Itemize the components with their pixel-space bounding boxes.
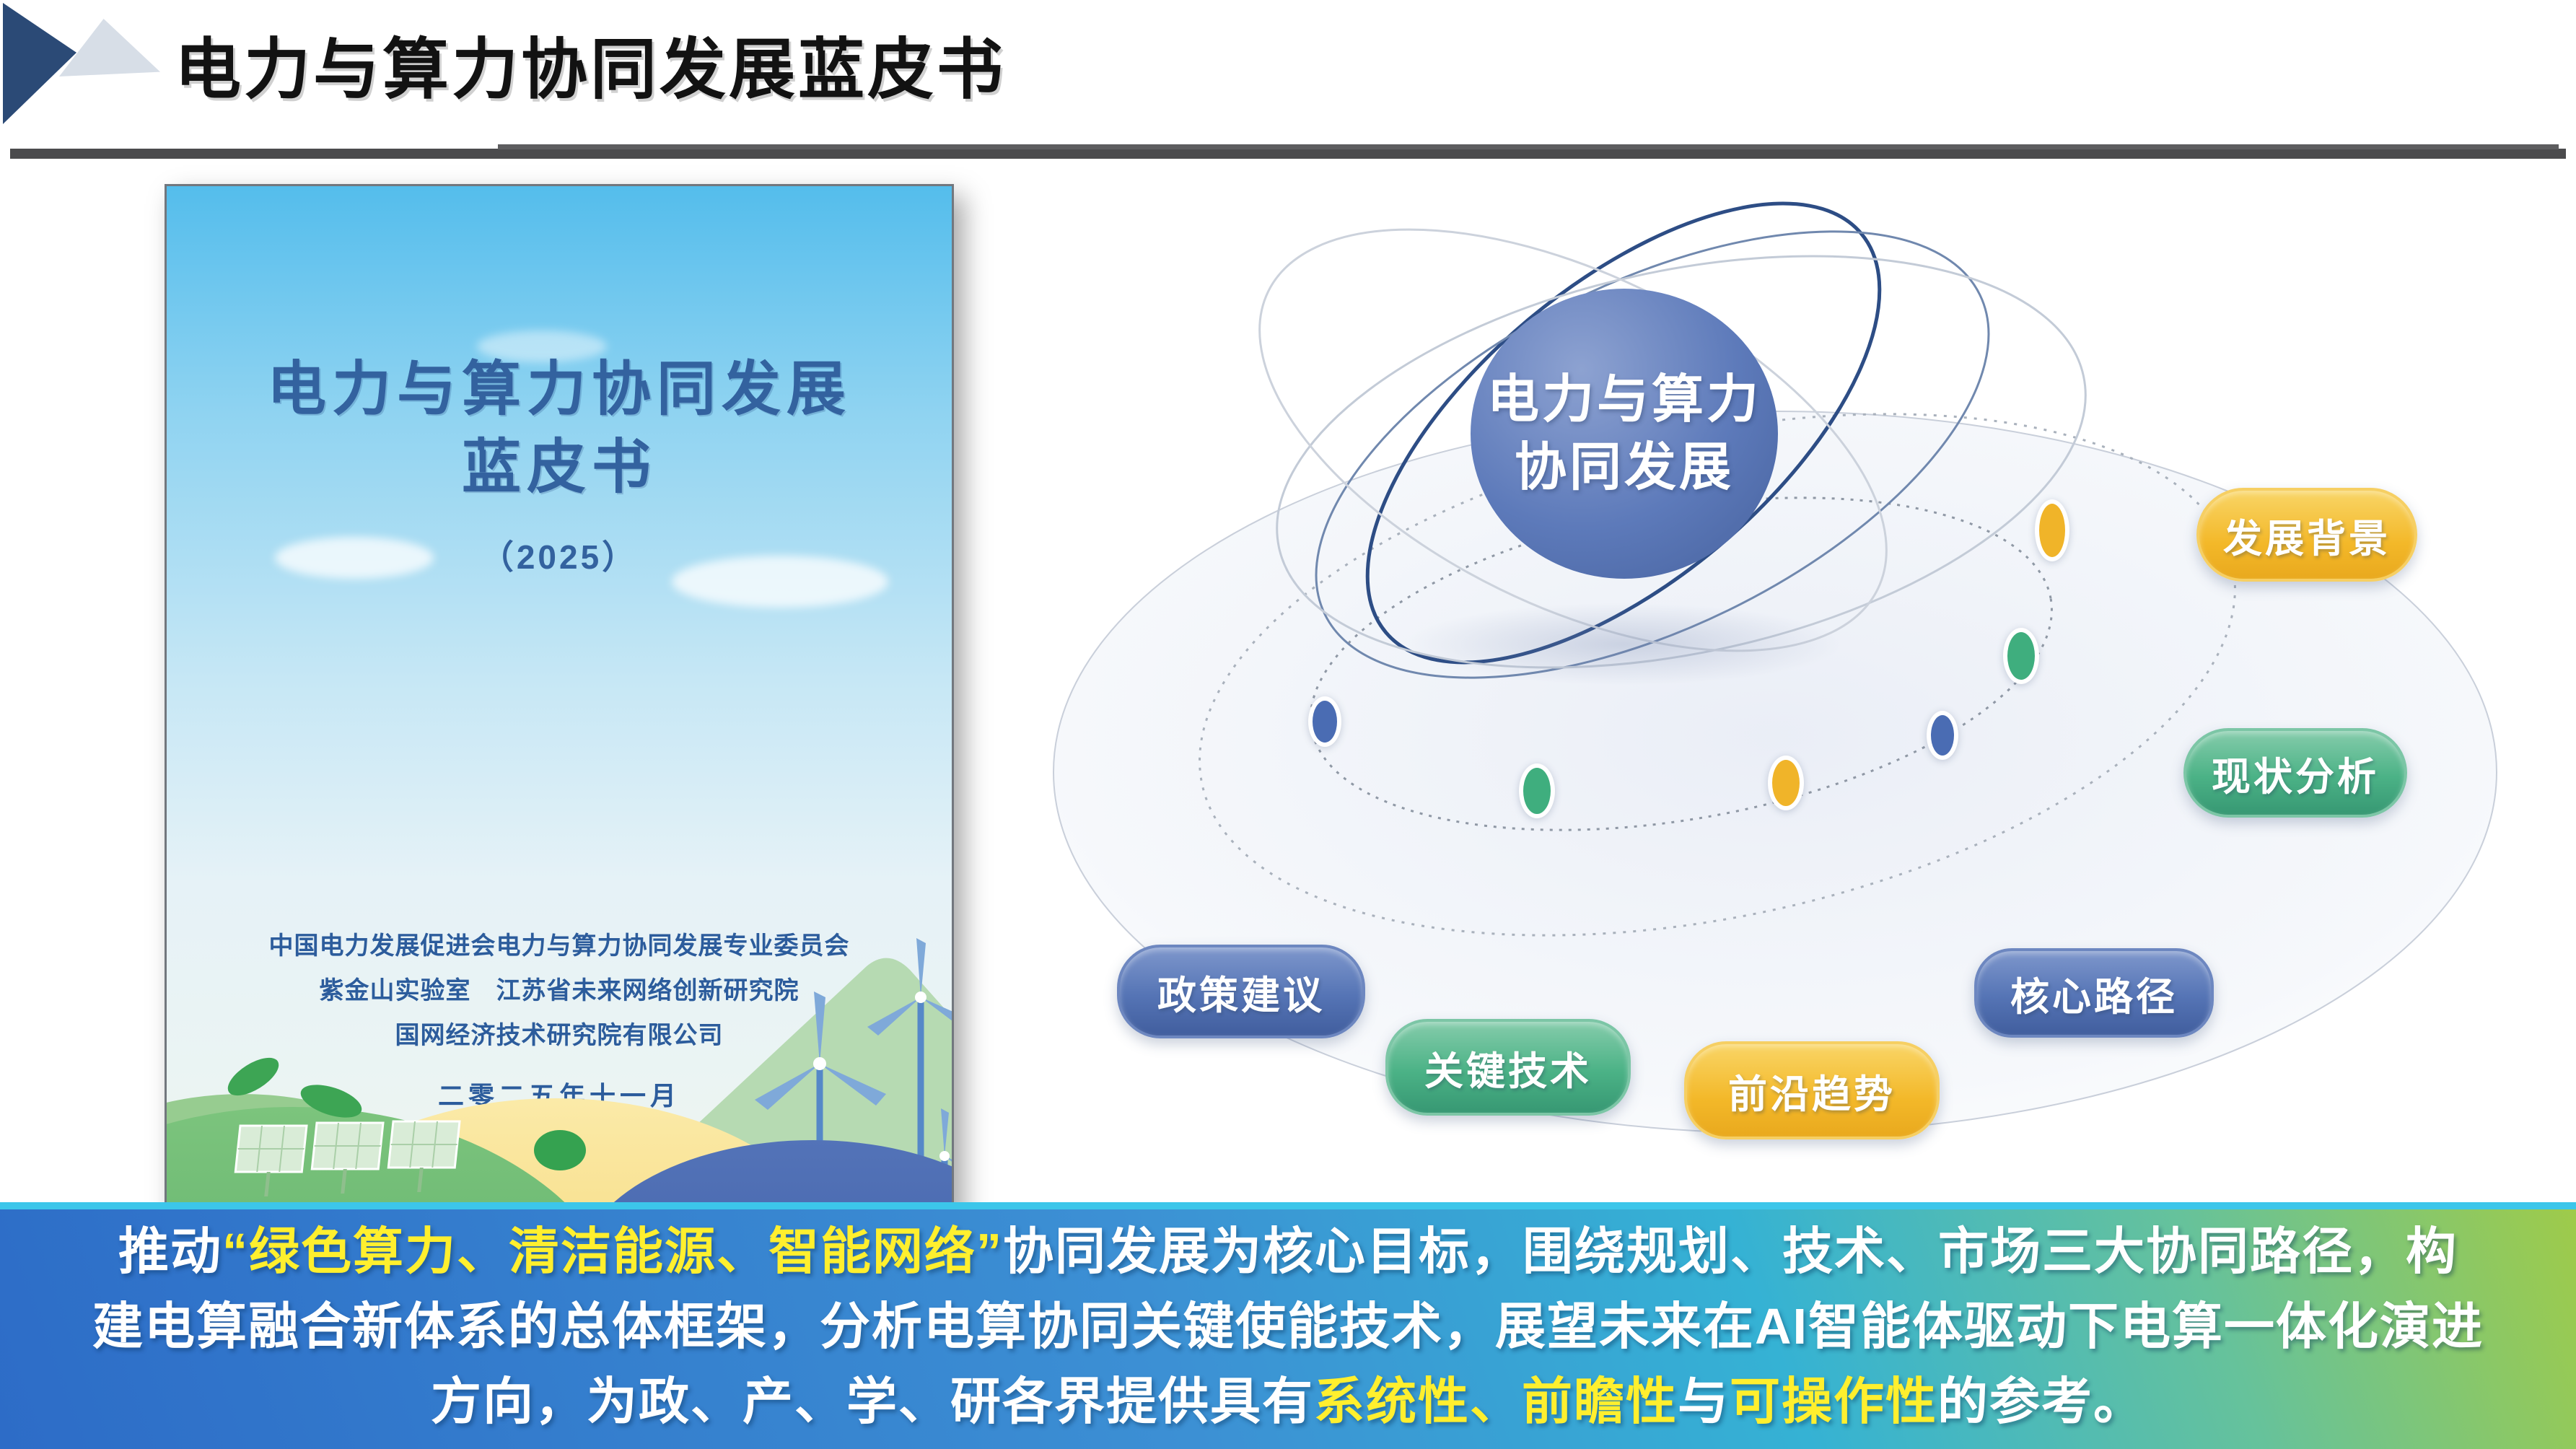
cloud-decoration [672, 556, 888, 608]
cover-title-line2: 蓝皮书 [461, 434, 657, 500]
sphere-shadow [1403, 603, 1844, 686]
header-gray-triangle-icon [59, 19, 160, 76]
node-label: 前沿趋势 [1728, 1072, 1896, 1116]
banner-line-1: 推动“绿色算力、清洁能源、智能网络”协同发展为核心目标，围绕规划、技术、市场三大… [118, 1223, 2458, 1279]
node-label: 现状分析 [2212, 755, 2379, 799]
header-navy-triangle-icon [3, 3, 76, 124]
banner-line-3: 方向，为政、产、学、研各界提供具有系统性、前瞻性与可操作性的参考。 [431, 1373, 2145, 1430]
banner-text: 推动“绿色算力、清洁能源、智能网络”协同发展为核心目标，围绕规划、技术、市场三大… [0, 1214, 2576, 1439]
center-sphere: 电力与算力 协同发展 [1471, 289, 1778, 579]
cloud-decoration [275, 537, 434, 579]
node-development-background: 发展背景 [2196, 488, 2417, 582]
node-label: 关键技术 [1424, 1049, 1592, 1093]
cover-organization: 中国电力发展促进会电力与算力协同发展专业委员会 [268, 932, 850, 960]
cover-title-line1: 电力与算力协同发展 [266, 356, 851, 422]
node-frontier-trends: 前沿趋势 [1684, 1041, 1940, 1139]
orbit-dot-yellow [1768, 756, 1804, 810]
bluebook-cover: 电力与算力协同发展 蓝皮书 （2025） 中国电力发展促进会电力与算力协同发展专… [165, 184, 954, 1215]
cover-organization: 国网经济技术研究院有限公司 [395, 1022, 724, 1049]
node-policy-suggestions: 政策建议 [1117, 945, 1365, 1038]
orbit-dot-blue [1308, 696, 1341, 747]
node-status-analysis: 现状分析 [2183, 728, 2407, 818]
node-core-path: 核心路径 [1974, 948, 2214, 1038]
cover-edition-year: （2025） [480, 538, 639, 576]
cover-title: 电力与算力协同发展 蓝皮书 [167, 351, 952, 507]
cloud-decoration [477, 330, 607, 362]
banner-line-2: 建电算融合新体系的总体框架，分析电算协同关键使能技术，展望未来在AI智能体驱动下… [92, 1298, 2484, 1354]
cover-landscape-illustration [167, 938, 952, 1213]
orbit-dot-green [2003, 628, 2039, 684]
orbit-dot-green [1519, 763, 1555, 818]
header-divider [10, 149, 2566, 159]
cover-organizations: 中国电力发展促进会电力与算力协同发展专业委员会 紫金山实验室 江苏省未来网络创新… [167, 924, 952, 1058]
node-key-technology: 关键技术 [1385, 1019, 1631, 1116]
orbit-dot-yellow [2035, 499, 2069, 561]
center-sphere-label-line1: 电力与算力 [1486, 371, 1761, 429]
header-divider-highlight [498, 144, 2559, 149]
node-label: 政策建议 [1157, 973, 1325, 1017]
node-label: 发展背景 [2223, 517, 2391, 561]
banner-top-stripe [0, 1202, 2576, 1209]
node-label: 核心路径 [2010, 975, 2178, 1019]
summary-banner: 推动“绿色算力、清洁能源、智能网络”协同发展为核心目标，围绕规划、技术、市场三大… [0, 1202, 2576, 1449]
orbit-dot-blue [1927, 711, 1958, 760]
center-sphere-label-line2: 协同发展 [1514, 439, 1734, 496]
cover-organization: 紫金山实验室 江苏省未来网络创新研究院 [319, 977, 799, 1004]
page-title: 电力与算力协同发展蓝皮书 [175, 33, 1007, 107]
